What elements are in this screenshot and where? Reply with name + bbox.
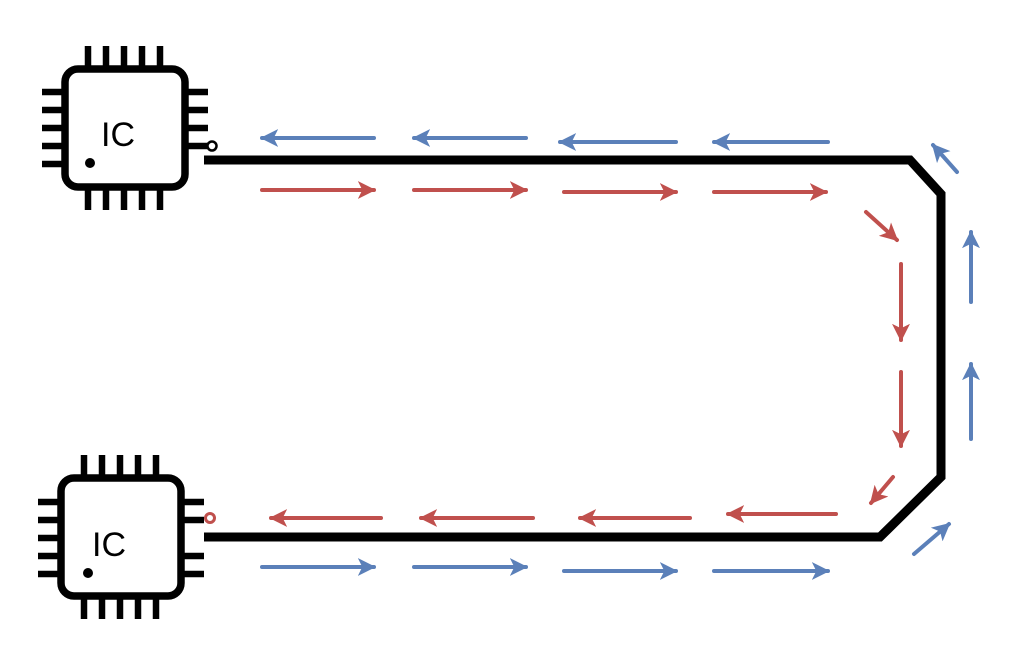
arrow-icon [864,210,899,242]
return-current-arrows [260,129,980,580]
ic-chip-icon [38,455,204,619]
pin-marker-icon [204,512,216,524]
arrow-icon [912,522,951,556]
pin-marker-icon [206,140,218,152]
ic-label-bottom: IC [92,526,126,564]
ic-chip-icon [42,46,208,210]
ic-label-top: IC [101,116,135,154]
ic-chip-bottom: IC [38,455,204,619]
ic-chip-top: IC [42,46,208,210]
arrow-icon [931,143,959,174]
outgoing-current-arrows [260,181,910,527]
arrow-icon [869,475,895,505]
pcb-trace [204,155,946,542]
